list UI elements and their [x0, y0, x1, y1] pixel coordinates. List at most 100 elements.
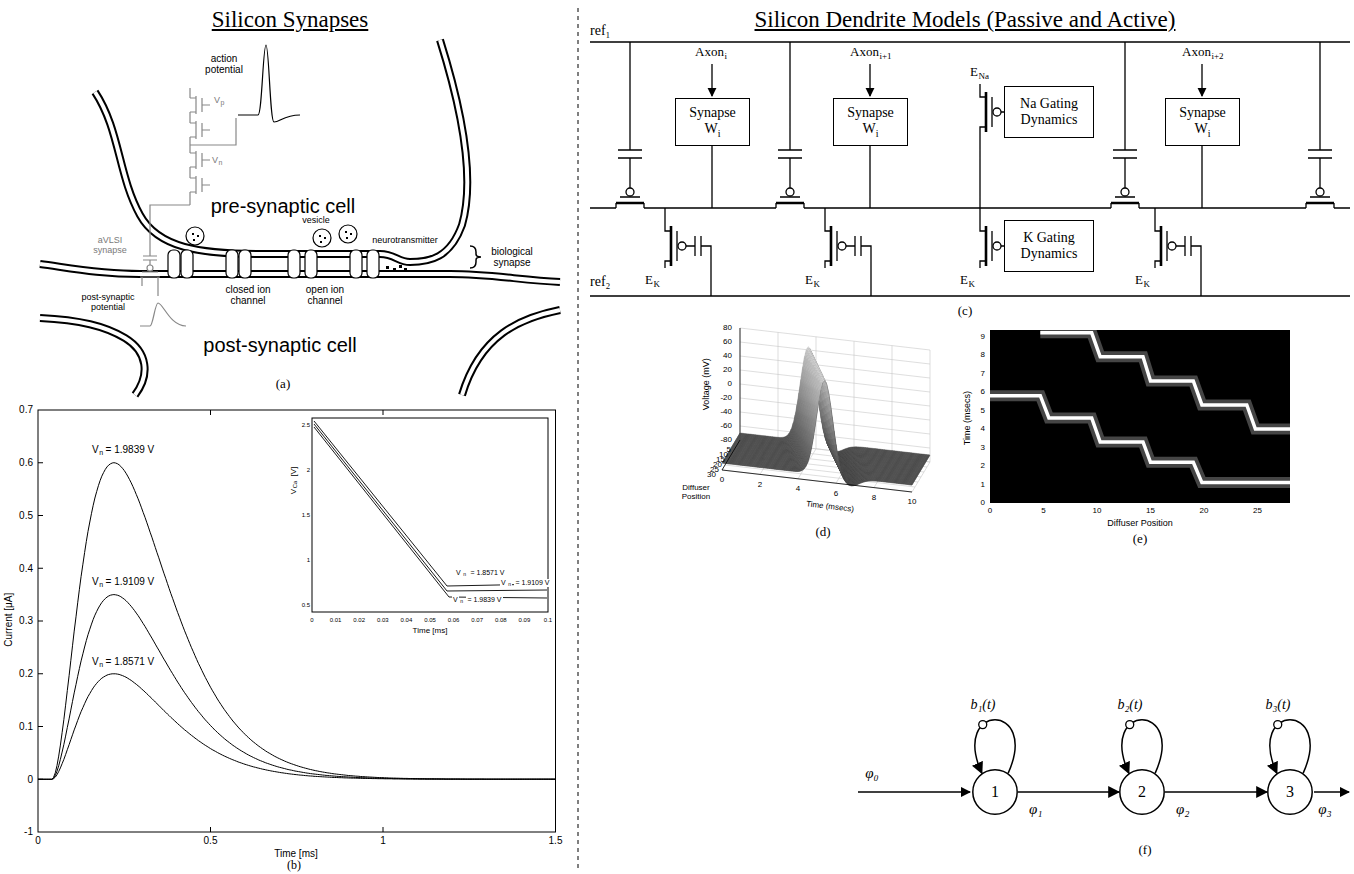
ion-channel [350, 250, 362, 278]
ion-channel [239, 250, 251, 278]
surface-line [734, 358, 924, 465]
grid-line [892, 346, 893, 458]
cell-membrane [40, 264, 560, 395]
surface-line [736, 355, 926, 462]
surface-line [730, 365, 920, 471]
grid-line [836, 453, 854, 483]
axon-inputs [712, 64, 1202, 96]
vesicle [339, 225, 357, 243]
ion-channel [181, 250, 193, 278]
grid-line [740, 328, 930, 350]
vesicle [186, 227, 204, 245]
inset-frame [312, 418, 548, 612]
axon-arrow [1201, 64, 1202, 96]
inset-traces [314, 421, 547, 598]
surface-plot [722, 328, 930, 492]
gate-bubble [993, 242, 1001, 250]
surface-patch [920, 467, 923, 468]
grid-line [740, 398, 930, 420]
surface-patch [917, 473, 920, 474]
gate-bubble [993, 108, 1001, 116]
gate-bubble [838, 242, 846, 250]
surface-line [732, 363, 922, 469]
vesicle-contents [192, 231, 352, 243]
surface-line [738, 352, 928, 460]
grid-line [725, 465, 915, 487]
grid-line [740, 370, 930, 392]
surface-line [729, 367, 919, 473]
surface-patch [924, 461, 927, 462]
surface-patch [920, 468, 923, 469]
vesicles [186, 225, 357, 247]
surface-line [739, 349, 929, 457]
ion-channels [168, 250, 379, 278]
gate-bubble [678, 242, 686, 250]
grid-line [740, 384, 930, 406]
grid-line [740, 356, 930, 378]
panel-divider [578, 8, 579, 870]
surface-line [733, 360, 923, 467]
surface-line [730, 366, 920, 472]
surface-patch [922, 464, 925, 465]
surface-line [738, 350, 928, 458]
ion-channel [168, 250, 180, 278]
surface-patch [917, 472, 920, 473]
ion-channel [226, 250, 238, 278]
grid-line [722, 470, 912, 492]
grid-line [728, 460, 918, 482]
current-trace [38, 595, 556, 780]
action-potential-trace [238, 45, 300, 122]
surface-patch [922, 465, 925, 466]
grid-line [778, 332, 779, 444]
ion-channel [288, 250, 300, 278]
surface-line [731, 364, 921, 470]
gate-bubble [1121, 188, 1129, 196]
surface-line [739, 348, 929, 456]
cell-membrane [95, 40, 467, 262]
surface-line [737, 352, 927, 460]
transistor-channels [616, 92, 1334, 266]
cell-membrane-inner [40, 264, 560, 395]
ion-channel [305, 250, 317, 278]
gate-bubble [1316, 188, 1324, 196]
surface-patch [919, 469, 922, 470]
grid-line [740, 328, 741, 440]
grid-line [930, 350, 931, 462]
surface-patch [925, 459, 928, 460]
gate-bubble [786, 188, 794, 196]
gate-bubble [626, 188, 634, 196]
grid-line [740, 342, 930, 364]
surface-line [733, 360, 923, 466]
surface-line [736, 354, 926, 461]
surface-patch [919, 470, 922, 471]
surface-line [735, 357, 925, 464]
surface-patch [923, 463, 926, 464]
surface-patch [921, 466, 924, 467]
ion-channel [367, 250, 379, 278]
surface-patch [927, 456, 930, 457]
circuit-wires [590, 42, 1350, 296]
gate-bubble [1168, 242, 1176, 250]
grid-line [740, 328, 741, 440]
grid-line [731, 455, 921, 477]
surface-patch [925, 460, 928, 461]
plot-frame [38, 410, 556, 832]
surface-patch [926, 457, 929, 458]
neurotransmitter-dots [386, 265, 407, 271]
axon-arrow [869, 64, 870, 96]
vesicle [313, 229, 331, 247]
surface-line [732, 362, 922, 468]
surface-line [729, 369, 919, 475]
gate-bubble [147, 265, 153, 271]
brace [470, 246, 481, 268]
current-trace [38, 674, 556, 780]
surface-patch [923, 462, 926, 463]
surface-patch [926, 458, 929, 459]
cell-membrane-inner [95, 40, 467, 262]
surface-patch [918, 471, 921, 472]
surface-line [735, 356, 925, 463]
grid-line [734, 450, 924, 472]
grid-line [740, 412, 930, 434]
surface-patch [928, 455, 931, 456]
axon-arrow [711, 64, 712, 96]
